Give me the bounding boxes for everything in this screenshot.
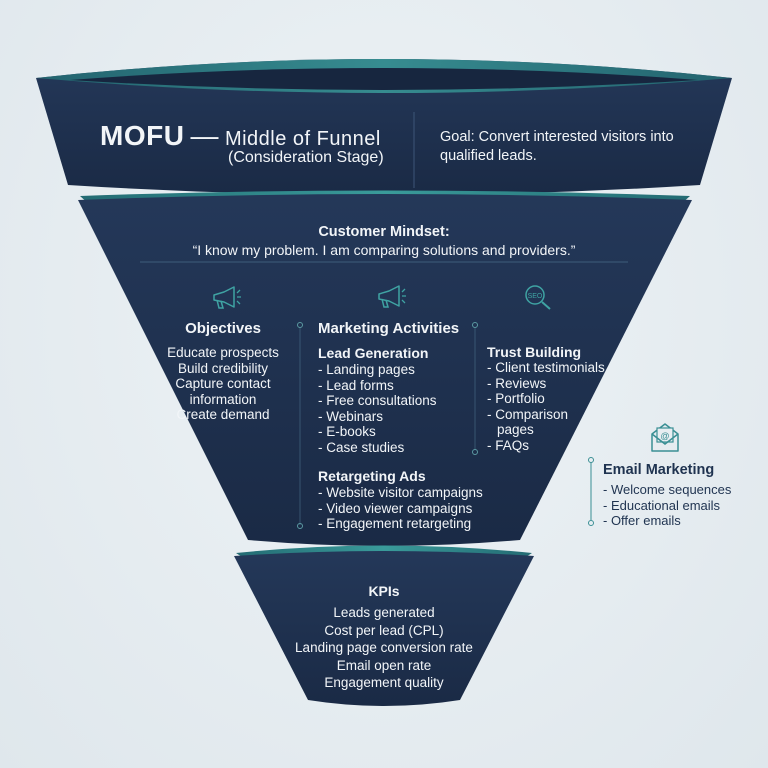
megaphone-icon <box>378 285 406 308</box>
list-item: Capture contact <box>175 376 271 392</box>
list-item: - Case studies <box>318 439 405 455</box>
title-subtitle: Middle of Funnel <box>224 128 381 150</box>
list-item: - FAQs <box>487 437 530 453</box>
list-item: - Website visitor campaigns <box>318 485 483 500</box>
list-item: - Free consultations <box>318 393 437 409</box>
list-item: information <box>189 391 257 407</box>
goal-text: Goal: Convert interested visitors into q… <box>440 129 674 164</box>
mindset-quote: “I know my problem. I am comparing solut… <box>192 242 576 258</box>
list-item: - Welcome sequences <box>603 482 732 497</box>
list-item: - Lead forms <box>318 377 394 393</box>
list-item: - Portfolio <box>487 391 545 407</box>
list-item: Cost per lead (CPL) <box>324 622 444 638</box>
email-marketing-list: - Welcome sequences - Educational emails… <box>603 482 731 529</box>
title-dash: — <box>190 120 219 151</box>
lead-generation-list: - Landing pages - Lead forms - Free cons… <box>318 362 437 456</box>
list-item: - E-books <box>318 424 376 440</box>
objectives-list: Educate prospects Build credibility Capt… <box>150 345 296 423</box>
list-item: Create demand <box>176 407 270 423</box>
list-item: - Reviews <box>487 375 547 391</box>
list-item: - Client testimonials <box>487 360 605 375</box>
seo-magnifier-icon: SEO <box>525 285 551 310</box>
list-item: pages <box>497 422 534 438</box>
funnel-middle-section <box>78 190 692 546</box>
page-title: MOFU—Middle of Funnel <box>100 120 381 152</box>
list-item: Email open rate <box>336 657 432 673</box>
envelope-icon: @ <box>651 423 679 452</box>
svg-text:@: @ <box>660 431 669 441</box>
lead-generation-heading: Lead Generation <box>318 345 429 361</box>
list-item: - Engagement retargeting <box>318 516 472 532</box>
list-item: - Offer emails <box>603 513 681 529</box>
mindset-heading: Customer Mindset: <box>318 224 450 240</box>
objectives-heading: Objectives <box>185 320 261 337</box>
kpis-heading: KPIs <box>368 583 400 599</box>
email-marketing-block: Email Marketing - Welcome sequences - Ed… <box>603 462 731 529</box>
list-item: Leads generated <box>333 605 435 620</box>
email-marketing-heading: Email Marketing <box>603 462 715 478</box>
retargeting-list: - Website visitor campaigns - Video view… <box>318 485 483 532</box>
stage-label: (Consideration Stage) <box>228 149 384 166</box>
retargeting-heading: Retargeting Ads <box>318 468 426 484</box>
title-main: MOFU <box>100 120 185 151</box>
kpis-list: Leads generated Cost per lead (CPL) Land… <box>266 604 502 692</box>
marketing-heading: Marketing Activities <box>318 320 460 337</box>
funnel-bottom-section <box>234 545 534 706</box>
email-connector <box>588 457 594 526</box>
list-item: - Webinars <box>318 408 384 424</box>
megaphone-icon <box>213 286 241 309</box>
list-item: - Comparison <box>487 406 569 422</box>
svg-text:SEO: SEO <box>528 293 543 300</box>
trust-building-heading: Trust Building <box>487 344 582 360</box>
trust-building-list: - Client testimonials - Reviews - Portfo… <box>487 360 617 454</box>
list-item: Landing page conversion rate <box>295 640 473 656</box>
list-item: - Educational emails <box>603 497 721 513</box>
funnel-top-section <box>36 59 732 195</box>
list-item: Engagement quality <box>324 675 444 691</box>
list-item: Build credibility <box>177 360 269 376</box>
list-item: - Video viewer campaigns <box>318 500 473 516</box>
list-item: - Landing pages <box>318 362 415 377</box>
list-item: Educate prospects <box>167 345 279 360</box>
